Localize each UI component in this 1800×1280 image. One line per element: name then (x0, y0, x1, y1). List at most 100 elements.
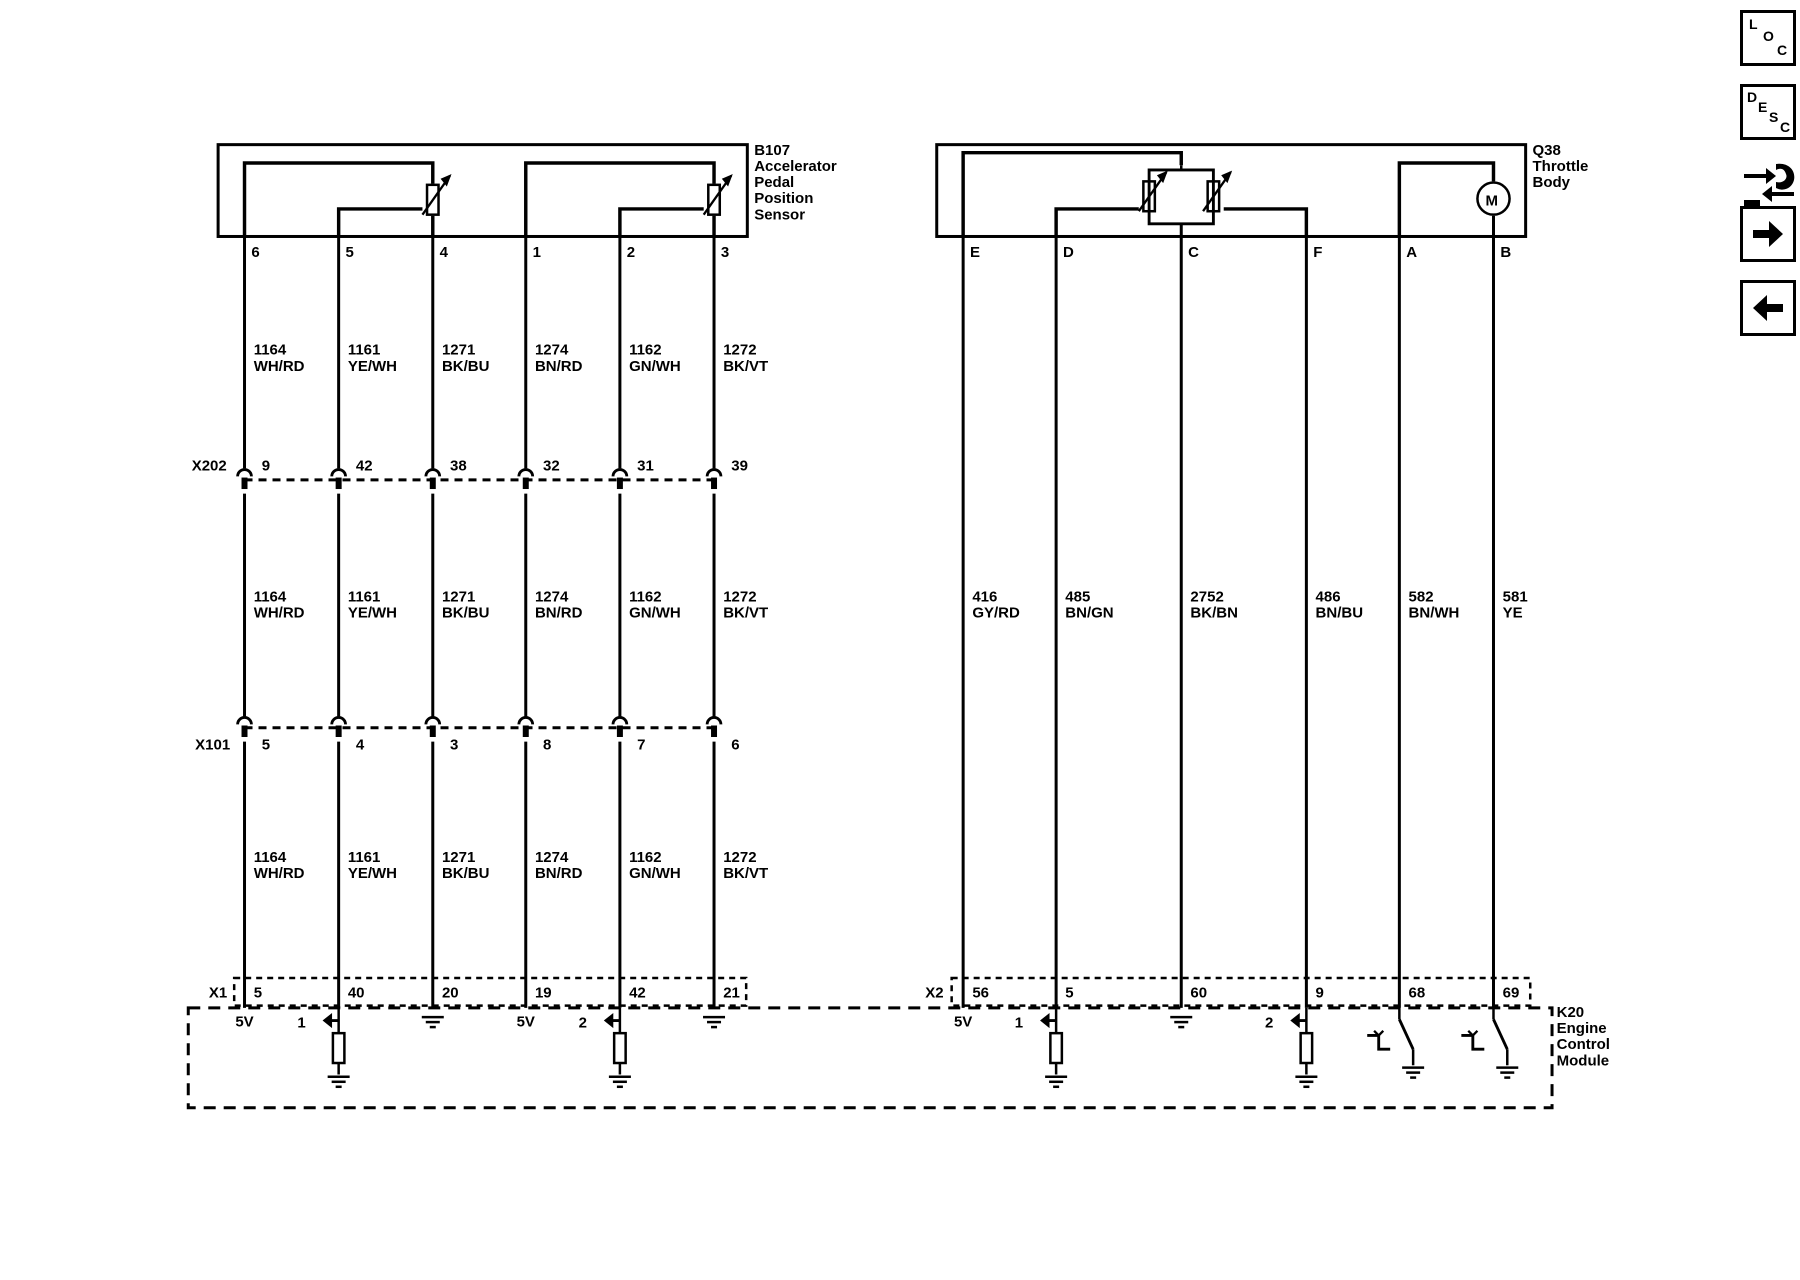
x1-connector-box (232, 976, 748, 1007)
q38-pin-label: D (1063, 244, 1074, 261)
ecm-5v-reference-label: 5V (954, 1013, 972, 1030)
ecm-driver-switch-b-ground-icon (1495, 1066, 1520, 1079)
wire-circuit-label: 416 (972, 589, 997, 606)
x101-cavity-4 (330, 716, 347, 725)
wire-color-label: YE/WH (348, 865, 397, 882)
q38-internal-wire-e (961, 150, 1183, 237)
x2-pin-label: 56 (972, 985, 989, 1002)
b107-pin-label: 6 (251, 244, 259, 261)
k20-component-id: K20 (1557, 1004, 1585, 1021)
ecm-5v-reference-label: 5V (517, 1013, 535, 1030)
b107-component-name: Position (754, 190, 813, 207)
x2-pin-label: 69 (1503, 985, 1520, 1002)
wire-circuit-label: 485 (1065, 589, 1090, 606)
wire-circuit-label: 1164 (254, 589, 287, 606)
ecm-driver-switch-a-control-icon (1367, 1034, 1391, 1051)
q38-sensor-1-variable-resistor (1142, 180, 1157, 213)
x202-pin-label: 39 (731, 458, 748, 475)
x1-pin-label: 21 (723, 985, 740, 1002)
x2-pin-label: 68 (1409, 985, 1426, 1002)
x101-pin-label: 7 (637, 737, 645, 754)
wire-circuit-label: 581 (1503, 589, 1528, 606)
location-letter-c: C (1777, 42, 1788, 58)
x2-pin-label: 60 (1190, 985, 1207, 1002)
x101-pin-label: 4 (356, 737, 365, 754)
k20-component-name: Module (1557, 1052, 1610, 1069)
wire-color-label: BN/RD (535, 865, 583, 882)
wire-color-label: BK/VT (723, 865, 768, 882)
next-page-button[interactable] (1740, 206, 1796, 262)
q38-pin-label: B (1500, 244, 1511, 261)
location-button[interactable]: L O C (1740, 10, 1796, 66)
wire-circuit-label: 1271 (442, 589, 475, 606)
ecm-signal-channel-label: 2 (579, 1014, 587, 1031)
description-letter-e: E (1758, 99, 1768, 115)
ecm-ground-icon (1169, 1015, 1194, 1029)
description-button[interactable]: D E S C (1740, 84, 1796, 140)
wire-circuit-label: 1272 (723, 342, 756, 359)
x1-pin-label: 19 (535, 985, 552, 1002)
wire-color-label: BN/RD (535, 605, 583, 622)
ecm-5v-reference-label: 5V (235, 1013, 253, 1030)
x2-pin-label: 5 (1065, 985, 1073, 1002)
x2-pin-label: 9 (1316, 985, 1324, 1002)
ecm-signal-arrow (1040, 1012, 1057, 1029)
wire-color-label: BK/VT (723, 605, 768, 622)
x202-pin-label: 9 (262, 458, 270, 475)
b107-sensor-2-variable-resistor-slider-head (721, 174, 733, 187)
ecm-pull-resistor (1299, 1031, 1314, 1065)
wire-color-label: BN/BU (1316, 605, 1364, 622)
b107-internal-wire-e (618, 207, 704, 237)
description-letter-s: S (1769, 109, 1779, 125)
wire-circuit-label: 1162 (629, 589, 662, 606)
x101-cavity-3 (424, 716, 442, 725)
q38-sensor-1-variable-resistor-slider-head (1156, 170, 1168, 184)
b107-internal-wire-d (524, 161, 716, 237)
ecm-signal-channel-label: 1 (297, 1014, 305, 1031)
x202-cavity-39 (705, 468, 723, 477)
ecm-pull-resistor (1049, 1031, 1064, 1065)
connector-tool-icon[interactable] (1740, 156, 1798, 214)
ecm-driver-switch-b-control-icon (1461, 1034, 1485, 1051)
q38-internal-wire-d (1054, 207, 1139, 237)
wire-circuit-label: 1164 (254, 849, 287, 866)
wire-color-label: BN/RD (535, 358, 583, 375)
wire-circuit-label: 1164 (254, 342, 287, 359)
previous-page-button[interactable] (1740, 280, 1796, 336)
b107-internal-wire-b (336, 207, 423, 237)
ecm-pull-resistor (612, 1031, 627, 1065)
wire-color-label: YE/WH (348, 358, 397, 375)
x1-pin-label: 40 (348, 985, 365, 1002)
wire-circuit-label: 582 (1409, 589, 1434, 606)
wire-color-label: BK/BN (1190, 605, 1238, 622)
b107-sensor-1-variable-resistor-slider-head (440, 174, 452, 187)
ecm-driver-switch-a-ground-icon (1400, 1066, 1426, 1079)
x202-cavity-9 (236, 468, 253, 477)
wire-circuit-label: 1274 (535, 849, 569, 866)
x202-pin-label: 42 (356, 458, 373, 475)
x202-pin-label: 38 (450, 458, 467, 475)
wire-color-label: BK/BU (442, 865, 490, 882)
x101-cavity-8 (517, 716, 535, 725)
b107-sensor-1-variable-resistor (425, 183, 440, 216)
q38-pin-label: F (1313, 244, 1322, 261)
b107-pin-label: 2 (627, 244, 635, 261)
ecm-pull-resistor (331, 1031, 346, 1065)
wire-color-label: YE/WH (348, 605, 397, 622)
description-letter-c: C (1780, 119, 1791, 135)
wire-circuit-label: 1271 (442, 342, 475, 359)
wire-color-label: BK/BU (442, 605, 490, 622)
wire-circuit-label: 1162 (629, 849, 662, 866)
x101-pin-label: 6 (731, 737, 739, 754)
b107-internal-wire-a (242, 161, 435, 237)
q38-component-id: Q38 (1533, 142, 1561, 159)
x1-connector-label: X1 (209, 985, 227, 1002)
x101-cavity-5 (236, 716, 253, 725)
wire-circuit-label: 1161 (348, 849, 381, 866)
wire-circuit-label: 1161 (348, 589, 381, 606)
x202-pin-label: 32 (543, 458, 560, 475)
ecm-signal-channel-label: 1 (1015, 1014, 1023, 1031)
wire-color-label: WH/RD (254, 358, 305, 375)
ecm-ground-icon (326, 1075, 351, 1089)
wire-color-label: BN/GN (1065, 605, 1113, 622)
